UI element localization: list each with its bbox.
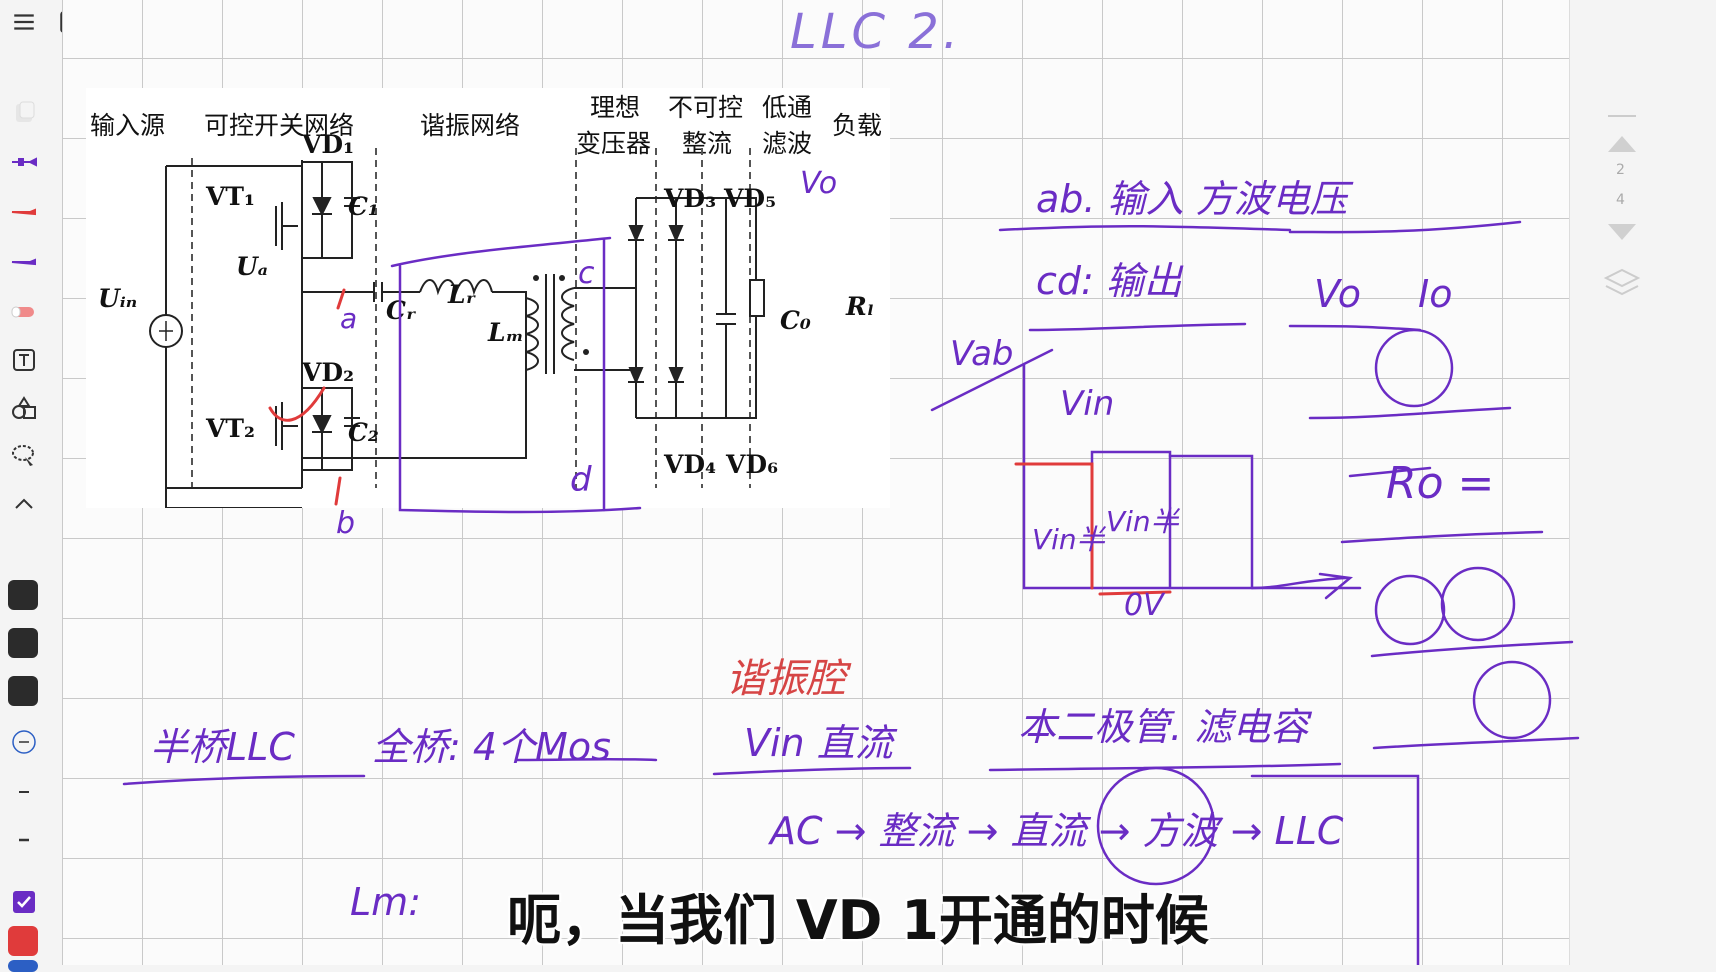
- note-c: c: [578, 256, 595, 291]
- note-vin-half-1: Vin半: [1032, 523, 1105, 556]
- note-d: d: [570, 460, 592, 500]
- header-load: 负载: [832, 111, 883, 140]
- lasso-icon[interactable]: [6, 438, 42, 474]
- header-lpf-1: 低通: [762, 93, 813, 122]
- shapes-icon[interactable]: [6, 390, 42, 426]
- note-vo: Vo: [1314, 272, 1362, 316]
- highlighter-purple-icon[interactable]: [6, 244, 42, 280]
- header-rect-2: 整流: [682, 129, 733, 158]
- header-switch-network: 可控开关网络: [204, 111, 355, 140]
- color-swatch-black-3[interactable]: [8, 676, 38, 706]
- circuit-wires: [149, 148, 765, 508]
- menu-icon[interactable]: [6, 4, 42, 40]
- tool-sidebar: [0, 44, 48, 972]
- note-b: b: [336, 506, 356, 541]
- note-vo-top: Vo: [800, 166, 838, 201]
- note-vin: Vin: [1060, 384, 1115, 424]
- label-lr: Lᵣ: [448, 280, 476, 309]
- note-resonant-cavity: 谐振腔: [726, 656, 846, 702]
- note-io: Io: [1418, 272, 1453, 316]
- note-0v: 0V: [1124, 588, 1164, 623]
- label-ua: Uₐ: [236, 252, 269, 281]
- label-vd2: VD₂: [302, 358, 355, 387]
- header-lpf-2: 滤波: [762, 129, 813, 158]
- note-series: 本二极管. 滤电容: [1018, 705, 1309, 749]
- color-swatch-black-2[interactable]: [8, 628, 38, 658]
- text-tool-icon[interactable]: [6, 342, 42, 378]
- color-swatch-red[interactable]: [8, 926, 38, 956]
- stroke-thin-icon[interactable]: [6, 724, 42, 760]
- note-chain: AC → 整流 → 直流 → 方波 → LLC: [770, 809, 1344, 853]
- header-ideal-2: 变压器: [576, 129, 652, 158]
- label-vd4: VD₄: [664, 450, 717, 479]
- note-a: a: [340, 302, 358, 335]
- llc-circuit-diagram: 输入源 可控开关网络 谐振网络 理想 变压器 不可控 整流 低通 滤波 负载: [86, 88, 890, 508]
- note-ro: Ro =: [1386, 458, 1495, 509]
- note-vin-dc: Vin 直流: [744, 721, 893, 765]
- label-vd5: VD₅: [724, 184, 777, 213]
- handwritten-page-title: LLC 2.: [790, 4, 963, 60]
- collapse-icon[interactable]: [6, 486, 42, 522]
- header-input-source: 输入源: [90, 111, 166, 140]
- header-ideal-1: 理想: [590, 93, 641, 122]
- note-half-bridge: 半桥LLC: [150, 725, 295, 769]
- page-navigator: 2 4: [1600, 100, 1644, 300]
- label-vt1: VT₁: [206, 182, 255, 211]
- pen-purple-icon[interactable]: [6, 144, 42, 180]
- label-vd1: VD₁: [302, 130, 355, 159]
- label-uin: Uᵢₙ: [98, 284, 138, 313]
- label-vd6: VD₆: [726, 450, 779, 479]
- header-resonant-network: 谐振网络: [420, 111, 521, 140]
- eraser-icon[interactable]: [6, 94, 42, 130]
- label-lm: Lₘ: [488, 318, 524, 347]
- label-c1: C₁: [348, 192, 379, 221]
- label-vt2: VT₂: [206, 414, 255, 443]
- label-vd3: VD₃: [664, 184, 717, 213]
- color-swatch-black-1[interactable]: [8, 580, 38, 610]
- check-purple-icon[interactable]: [6, 884, 42, 920]
- note-vab: Vab: [950, 334, 1014, 374]
- label-rl: Rₗ: [846, 292, 875, 321]
- page-margin: [1569, 0, 1716, 965]
- note-cd-output: cd: 输出: [1036, 259, 1182, 303]
- highlighter-red-icon[interactable]: [6, 294, 42, 330]
- page-number-4[interactable]: 4: [1616, 192, 1625, 208]
- header-rect-1: 不可控: [668, 93, 744, 122]
- label-c2: C₂: [348, 418, 379, 447]
- pen-red-icon[interactable]: [6, 194, 42, 230]
- video-subtitle: 呃，当我们 VD 1开通的时候: [507, 889, 1209, 952]
- page-number-2[interactable]: 2: [1616, 162, 1625, 178]
- stroke-medium-icon[interactable]: [6, 774, 42, 810]
- stroke-thick-icon[interactable]: [6, 822, 42, 858]
- note-topology: 全桥: 4个Mos: [372, 725, 611, 769]
- note-ab-input: ab. 输入 方波电压: [1036, 177, 1348, 221]
- label-co: C₀: [780, 306, 811, 335]
- note-vin-half-2: Vin半: [1106, 505, 1179, 538]
- note-lm: Lm:: [350, 880, 421, 924]
